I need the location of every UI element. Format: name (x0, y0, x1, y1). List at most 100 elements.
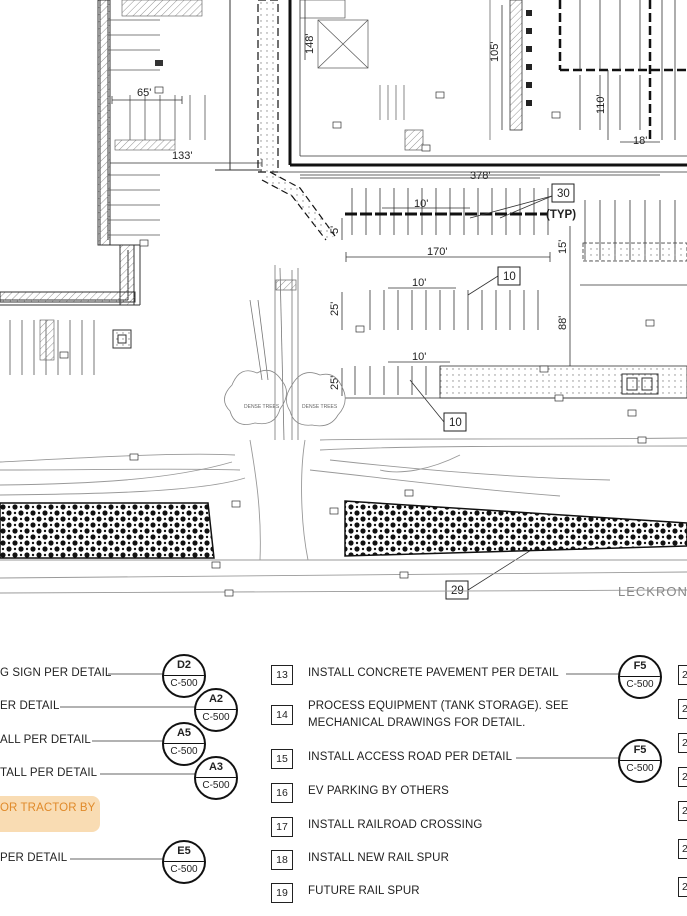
note-text: MECHANICAL DRAWINGS FOR DETAIL. (308, 717, 526, 729)
note-number-box: 19 (271, 883, 293, 903)
note-number-box: 17 (271, 817, 293, 837)
sidewalk-strip (439, 365, 687, 399)
callout-box-29 (445, 580, 469, 600)
dim-105-label: 105' (489, 42, 501, 62)
detail-ref-f5: F5 C-500 (618, 739, 662, 783)
left-note-text: ER DETAIL (0, 700, 60, 712)
access-road-edge (261, 171, 687, 241)
dim-378-label: 378' (470, 170, 490, 182)
detail-ref-a2: A2 C-500 (194, 688, 238, 732)
dim-10-label: 10' (412, 351, 426, 363)
parking-bay-row-2 (369, 290, 539, 330)
left-notes-leaders (60, 673, 620, 860)
detail-ref-id: D2 (176, 659, 192, 671)
detail-ref-id: F5 (633, 660, 647, 672)
planting-strip (582, 242, 687, 262)
callout-10-label: 10 (503, 271, 516, 283)
left-lot-outline (0, 0, 262, 306)
detail-ref-sheet: C-500 (170, 746, 198, 757)
detail-ref-a5: A5 C-500 (162, 722, 206, 766)
note-number-box-partial: 2 (678, 767, 687, 787)
left-note-text: G SIGN PER DETAIL (0, 667, 112, 679)
dim-110-label: 110' (595, 94, 607, 114)
callout-box-10 (443, 412, 467, 432)
parking-bay-row-1 (351, 188, 549, 235)
callout-box-30 (551, 183, 575, 203)
detail-ref-sheet: C-500 (626, 763, 654, 774)
dim-18-label: 18' (633, 135, 647, 147)
detail-ref-sheet: C-500 (202, 780, 230, 791)
note-number-box: 18 (271, 850, 293, 870)
dim-10-label: 10' (414, 198, 428, 210)
building-interior-lines (299, 0, 491, 151)
utility-pad (112, 329, 132, 349)
dim-10-label: 10' (412, 277, 426, 289)
detail-ref-id: E5 (177, 845, 191, 857)
dense-trees-label: DENSE TREES (244, 404, 280, 410)
tree-buffer-right (344, 500, 687, 557)
note-number-box-partial: 2 (678, 665, 687, 685)
note-number-box-partial: 2 (678, 877, 687, 897)
dim-88-label: 88' (557, 316, 569, 330)
right-parking-block (580, 200, 687, 286)
note-number-box: 14 (271, 705, 293, 725)
detail-ref-a3: A3 C-500 (194, 756, 238, 800)
light-pole-marker (155, 60, 163, 66)
note-text: INSTALL RAILROAD CROSSING (308, 819, 483, 831)
detail-ref-id: F5 (633, 744, 647, 756)
note-number-box: 16 (271, 783, 293, 803)
detail-ref-id: A3 (208, 761, 224, 773)
detail-ref-d2: D2 C-500 (162, 654, 206, 698)
callout-10-label: 10 (449, 417, 462, 429)
detail-ref-f5: F5 C-500 (618, 655, 662, 699)
dim-65-label: 65' (137, 87, 151, 99)
hatched-strip (121, 0, 203, 17)
grading-contours (0, 437, 687, 594)
hatched-strip (39, 319, 55, 361)
note-text: INSTALL ACCESS ROAD PER DETAIL (308, 751, 513, 763)
note-number-box-partial: 2 (678, 801, 687, 821)
left-note-text: OR TRACTOR BY (0, 802, 96, 814)
left-note-text: TALL PER DETAIL (0, 767, 98, 779)
dim-5-label: 5' (329, 226, 341, 234)
dimension-65 (111, 96, 183, 104)
main-building-outline (257, 0, 687, 173)
site-markers (59, 86, 655, 597)
note-number-box-partial: 2 (678, 699, 687, 719)
dense-trees-label: DENSE TREES (302, 404, 338, 410)
callout-box-10 (497, 266, 521, 286)
note-text: PROCESS EQUIPMENT (TANK STORAGE). SEE (308, 700, 569, 712)
left-note-text: PER DETAIL (0, 852, 68, 864)
detail-ref-sheet: C-500 (170, 678, 198, 689)
detail-ref-id: A2 (208, 693, 224, 705)
dim-25-label: 25' (329, 302, 341, 316)
note-text: EV PARKING BY OTHERS (308, 785, 449, 797)
detail-ref-e5: E5 C-500 (162, 840, 206, 884)
note-text: INSTALL CONCRETE PAVEMENT PER DETAIL (308, 667, 559, 679)
highlight-mark (0, 796, 100, 832)
dim-170-label: 170' (427, 246, 447, 258)
ev-charger-pad (621, 373, 659, 395)
detail-ref-id: A5 (176, 727, 192, 739)
detail-ref-sheet: C-500 (170, 864, 198, 875)
typ-label: (TYP) (546, 209, 576, 221)
accessible-parking-icons (526, 10, 532, 106)
note-number-box: 15 (271, 749, 293, 769)
dim-15-label: 15' (557, 240, 569, 254)
detail-ref-sheet: C-500 (202, 712, 230, 723)
dim-133-label: 133' (172, 150, 192, 162)
dim-148-label: 148' (304, 34, 316, 54)
hatched-strip (114, 139, 176, 151)
note-number-box: 13 (271, 665, 293, 685)
note-text: INSTALL NEW RAIL SPUR (308, 852, 449, 864)
road-name-label: LECKRON (618, 584, 687, 599)
dense-trees-cluster (224, 369, 346, 427)
note-number-box-partial: 2 (678, 839, 687, 859)
rail-spur-lines (249, 265, 299, 441)
right-loading-area (509, 0, 687, 140)
detail-ref-sheet: C-500 (626, 679, 654, 690)
note-number-box-partial: 2 (678, 733, 687, 753)
note-text: FUTURE RAIL SPUR (308, 885, 420, 897)
callout-30-label: 30 (557, 188, 570, 200)
